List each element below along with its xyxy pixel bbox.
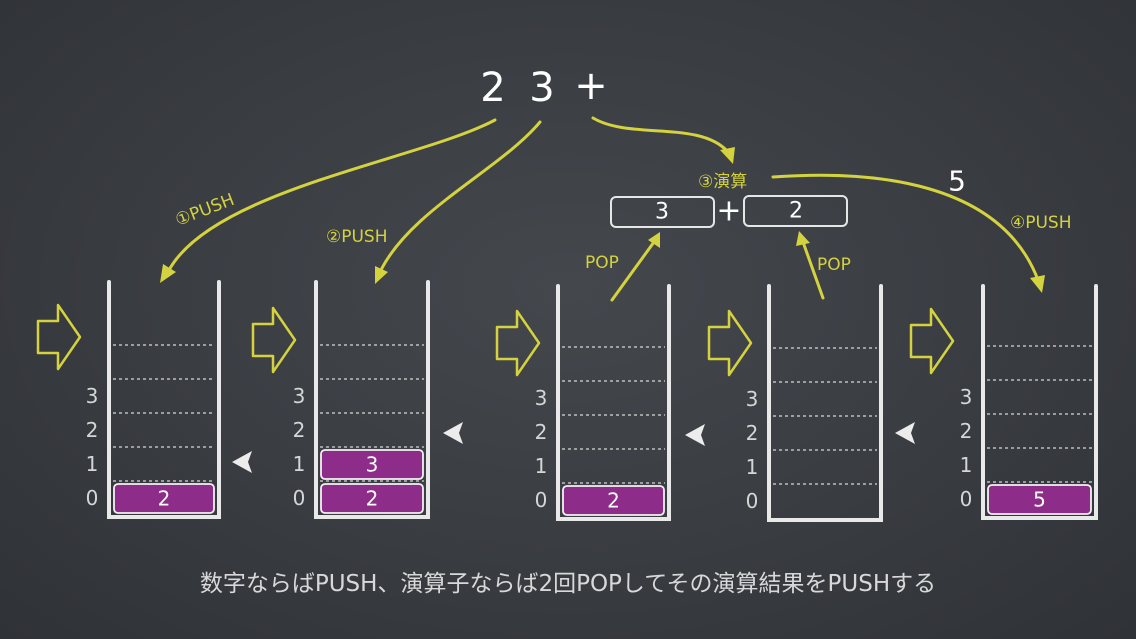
stack-container [314,280,430,519]
stack-index-label: 1 [960,453,973,477]
stack-4: 0 1 2 3 [746,284,883,522]
pointer-arrow-2 [443,422,463,444]
stack-index-label: 2 [746,421,759,445]
step-push1-label: ①PUSH [173,190,238,231]
stack-index-label: 1 [293,452,306,476]
stack-index-label: 2 [960,419,973,443]
stack-cell [113,483,215,514]
stack-cell [320,483,424,514]
stack-cell-value: 5 [1033,488,1046,512]
operator-arrow [591,116,735,164]
transition-arrow-3 [495,309,541,377]
pointer-arrow-4 [895,422,915,444]
pop-label-left: POP [585,253,619,273]
stack-cell [562,485,665,516]
push1-arrow [160,118,497,283]
operand-right-value: 2 [789,199,803,224]
stack-index-label: 0 [535,488,548,512]
stack-index-label: 2 [535,420,548,444]
push2-arrow [375,120,542,284]
stack-index-label: 0 [960,487,973,511]
stack-cell-value: 2 [607,489,620,513]
pop-arrow-left [610,232,660,302]
pop-label-right: POP [817,255,851,275]
expression-token-2: 2 [480,65,505,111]
stack-index-label: 1 [535,454,548,478]
stack-index-label: 0 [293,486,306,510]
result-push-arrow [771,173,1045,293]
stack-cell [987,484,1092,515]
stack-index-label: 0 [746,489,759,513]
stack-index-label: 3 [293,384,306,408]
transition-arrow-4 [707,309,753,377]
operand-left-box [610,196,715,228]
caption: 数字ならばPUSH、演算子ならば2回POPしてその演算結果をPUSHする [200,571,936,597]
expression-token-3: 3 [529,65,554,111]
transition-arrow-2 [251,306,297,374]
stack-index-label: 2 [86,418,99,442]
transition-arrow-1 [36,303,82,371]
operand-left-value: 3 [655,200,669,225]
stack-index-label: 3 [535,386,548,410]
transition-arrow-5 [909,307,955,375]
stack-index-label: 1 [86,452,99,476]
stack-cell-value: 2 [366,487,379,511]
pointer-arrow-3 [685,424,705,446]
stack-index-label: 3 [746,387,759,411]
expression-operator-plus: + [574,63,608,109]
step-push2-label: ②PUSH [326,227,388,247]
operand-right-box [743,195,848,227]
stack-cell [320,449,424,480]
stack-cell-value: 2 [158,487,171,511]
pointer-arrow-1 [232,451,252,473]
stack-1: 0 1 2 3 2 [86,280,221,519]
stack-container [981,284,1098,520]
stack-index-label: 1 [746,455,759,479]
step-push4-label: ④PUSH [1010,213,1072,233]
stack-container [107,280,221,519]
stack-index-label: 2 [293,418,306,442]
stack-index-label: 3 [960,385,973,409]
stack-2: 0 1 2 3 2 3 [293,280,430,519]
stack-container [556,284,671,521]
step-calc-label: ③演算 [698,172,747,192]
operation-result-value: 5 [948,165,966,198]
stack-5: 0 1 2 3 5 [960,284,1098,520]
stack-3: 0 1 2 3 2 [535,284,671,521]
stack-cell-value: 3 [366,453,379,477]
operation-operator: + [716,194,741,229]
stack-index-label: 3 [86,384,99,408]
pop-arrow-right [796,231,825,300]
stack-container [767,284,883,522]
stack-index-label: 0 [86,486,99,510]
